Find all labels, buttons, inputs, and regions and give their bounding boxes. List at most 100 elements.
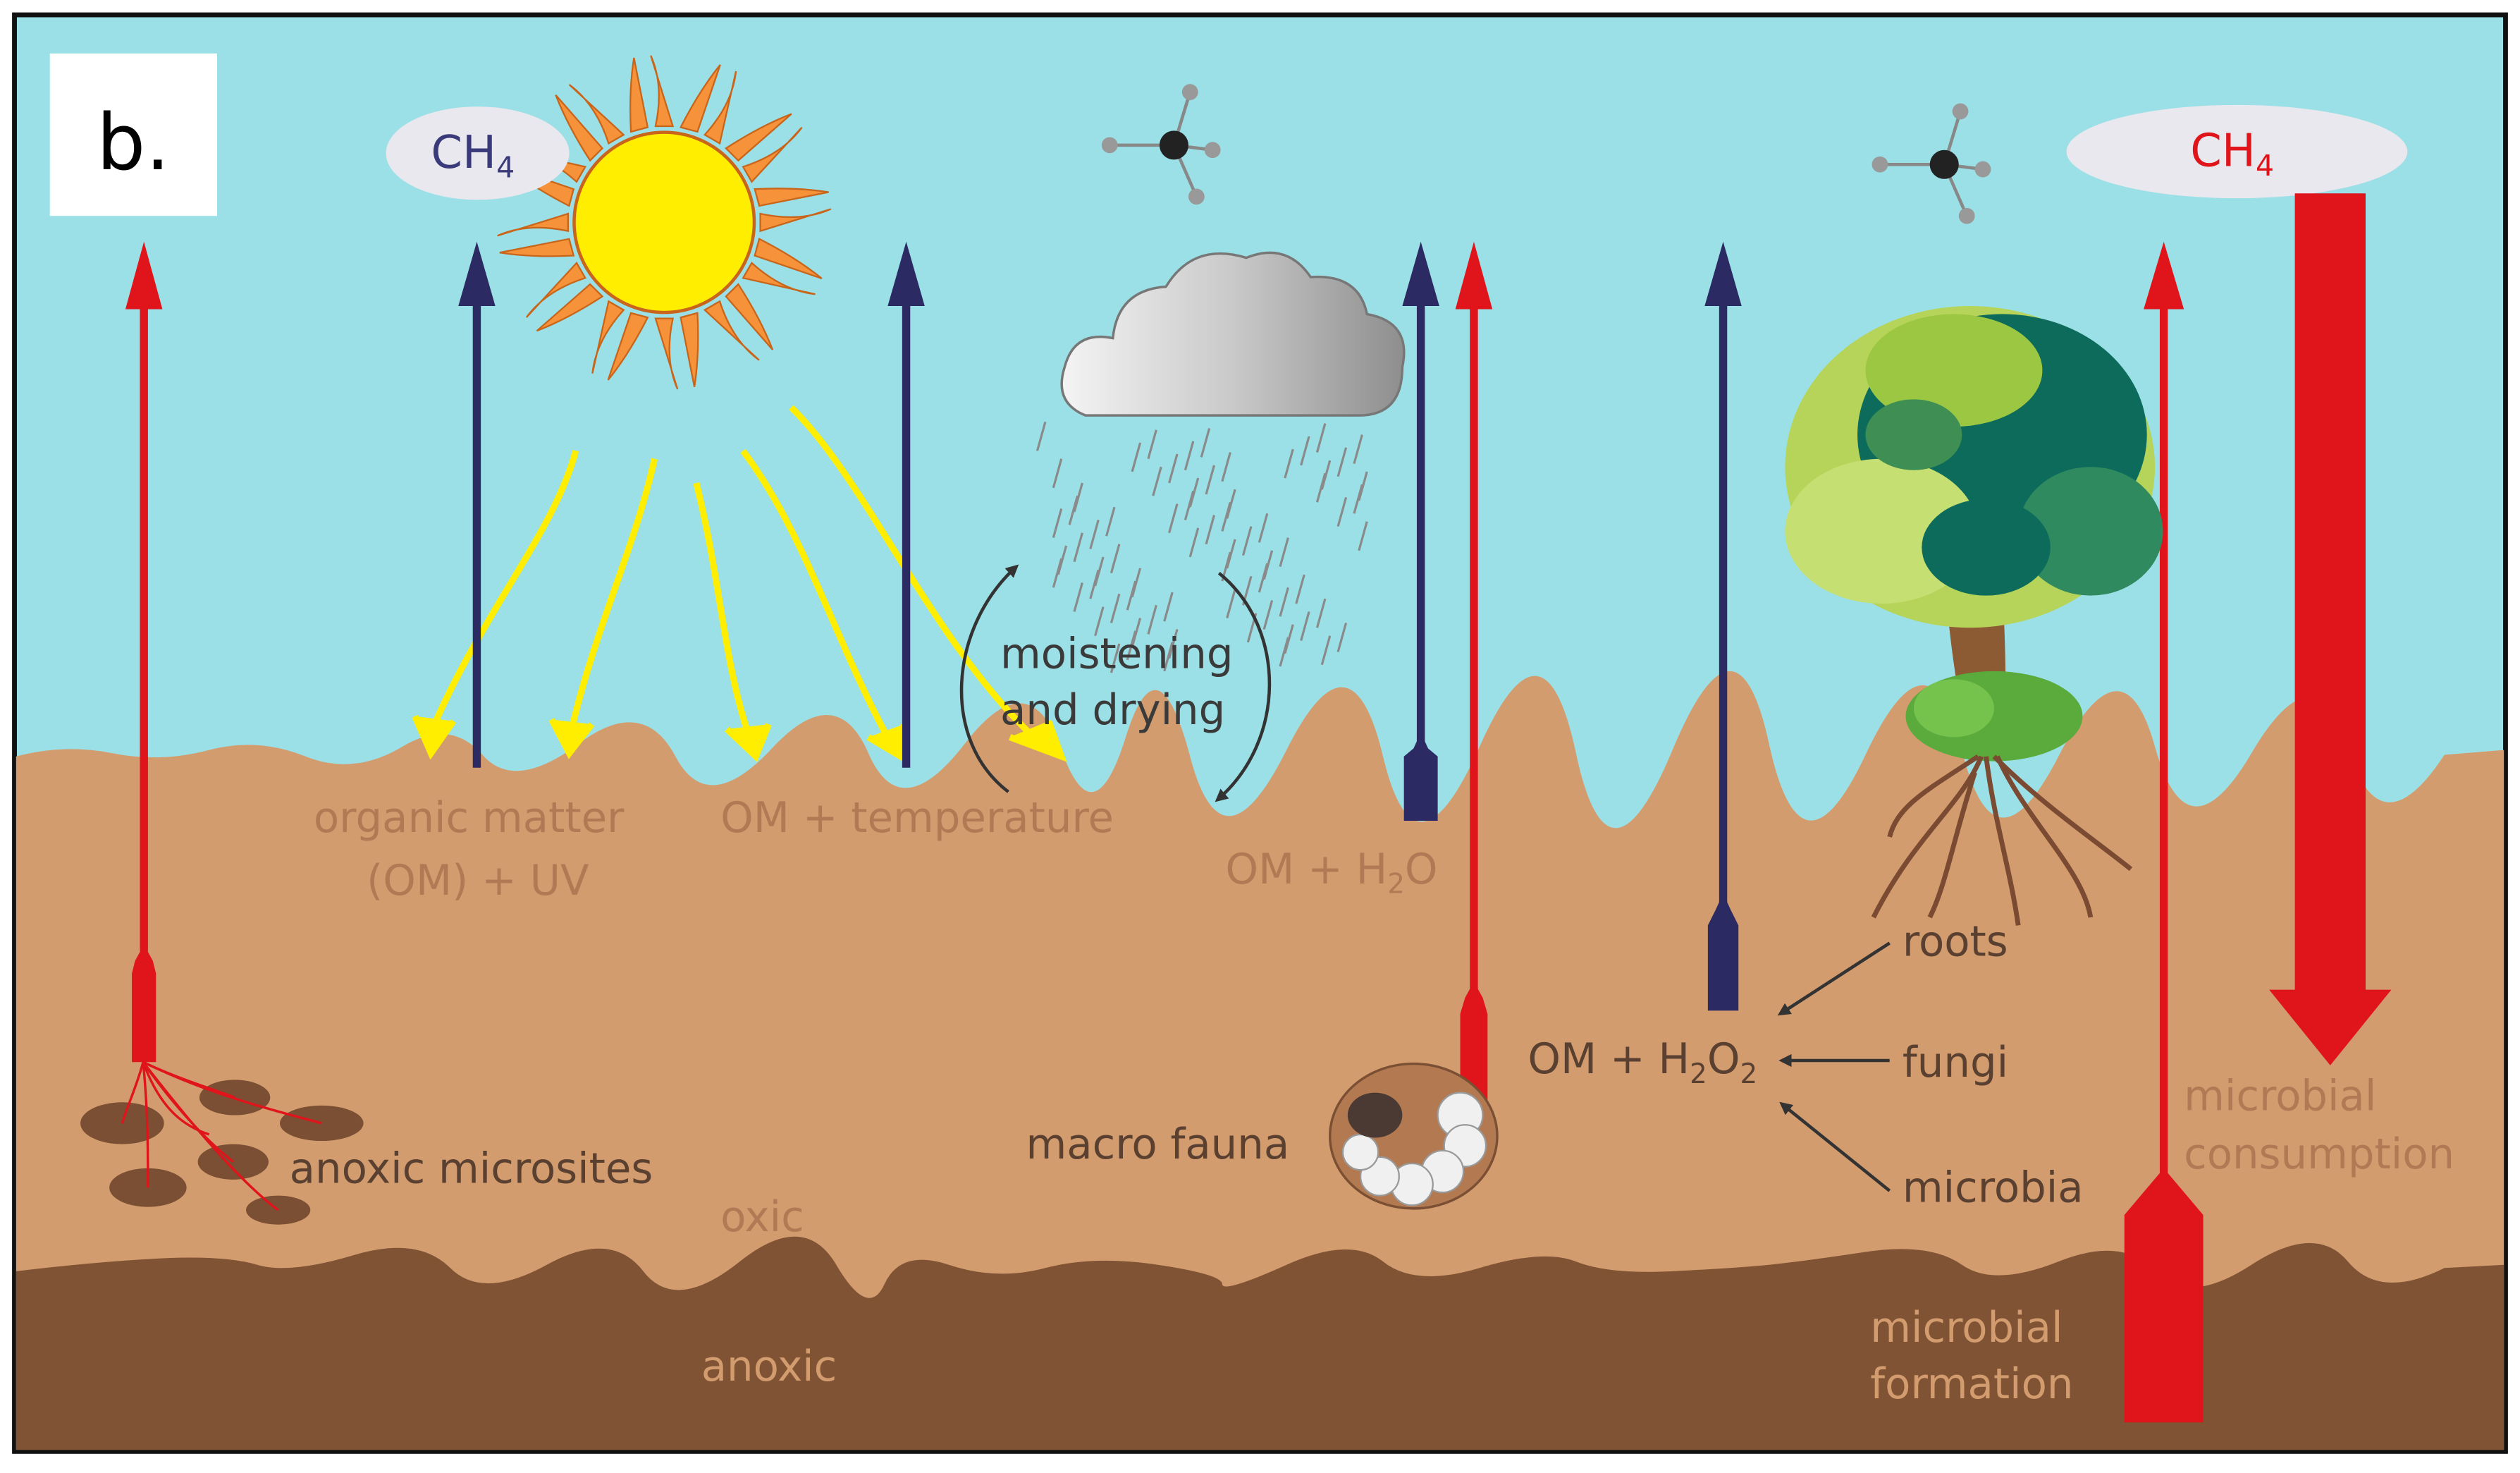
rain-drop — [1163, 592, 1174, 622]
rain-drop — [1315, 598, 1327, 628]
sun-ray — [568, 84, 625, 145]
rain-drop — [1279, 537, 1289, 568]
rain-drop — [1094, 556, 1105, 587]
tree-icon — [1785, 305, 2163, 926]
sun-ray — [654, 317, 679, 390]
rain-drop — [1126, 580, 1137, 611]
sun-ray — [742, 126, 803, 183]
rain-drop — [1205, 515, 1216, 545]
om-h2o-label: OM + H2O — [1225, 845, 1437, 900]
rain-drop — [1336, 447, 1348, 477]
sun-ray — [703, 71, 737, 145]
macro-fauna-icon — [1329, 1062, 1499, 1210]
rain-drop — [1336, 497, 1348, 527]
sun-ray — [629, 57, 649, 133]
rain-drop — [1184, 441, 1195, 471]
rain-drop — [1188, 527, 1200, 558]
sun-ray — [754, 238, 823, 279]
sun-ray — [754, 188, 829, 207]
rain-drop — [1147, 604, 1157, 635]
rain-drop — [1131, 568, 1142, 598]
sun-ray — [703, 300, 760, 361]
rain-drop — [1258, 563, 1269, 593]
drying-label: and drying — [1000, 685, 1225, 734]
sun-ray — [525, 261, 587, 318]
rain-drop — [1052, 458, 1063, 489]
rain-drop — [1315, 472, 1327, 503]
rain-drop — [1110, 643, 1121, 673]
rain-drop — [1262, 600, 1274, 630]
rain-drop — [1152, 466, 1162, 496]
rain-drop — [1073, 582, 1083, 612]
rain-drop — [1073, 532, 1083, 563]
om-temperature-label: OM + temperature — [720, 793, 1114, 842]
panel-label: b. — [97, 97, 170, 188]
sun-core — [572, 130, 756, 314]
microbial-consumption-label-2: consumption — [2184, 1130, 2454, 1178]
rain-drop — [1336, 623, 1348, 652]
anoxic-layer — [16, 1236, 2504, 1450]
rain-drop — [1131, 618, 1142, 648]
sun-ray — [555, 94, 604, 162]
rain-drop — [1168, 629, 1179, 659]
sun-ray — [725, 283, 774, 350]
rain-drop — [1226, 489, 1236, 519]
sun-ray — [536, 283, 604, 332]
red-upward-arrows — [125, 193, 2392, 1423]
rain-drop — [1068, 495, 1079, 525]
rain-drop — [1163, 642, 1174, 672]
process-arrows — [1777, 941, 1891, 1192]
macro-fauna-label: macro fauna — [1026, 1120, 1290, 1168]
rain-drop — [1279, 587, 1289, 617]
oxic-label: oxic — [720, 1192, 804, 1241]
rain-drop — [1094, 606, 1105, 637]
microbial-consumption-label-1: microbial — [2184, 1072, 2376, 1120]
rain-drop — [1353, 434, 1363, 465]
organic-matter-label: organic matter — [314, 793, 625, 842]
fungi-label: fungi — [1903, 1038, 2008, 1087]
sun-ray — [759, 208, 832, 233]
rain-drop — [1221, 501, 1231, 532]
rain-drop — [1110, 593, 1121, 623]
rain-drop — [1188, 477, 1200, 508]
rain-drop — [1168, 503, 1179, 534]
methane-molecule-icon — [1871, 103, 1991, 224]
ch4-right-label: CH4 — [2190, 126, 2274, 183]
rain-drop — [1035, 421, 1047, 451]
sun-ray — [499, 238, 575, 257]
moistening-label: moistening — [1000, 629, 1233, 678]
rain-drop — [1184, 490, 1195, 520]
sun-ray — [650, 55, 675, 128]
rain-drop — [1226, 539, 1236, 569]
panel-label-box — [49, 53, 217, 216]
rain-drop — [1284, 448, 1294, 479]
microbial-formation-label-2: formation — [1870, 1359, 2073, 1408]
anoxic-label: anoxic — [701, 1342, 837, 1391]
moistening-cycle-arrows — [959, 564, 1272, 802]
rain-drop — [1295, 574, 1305, 604]
anoxic-microsites-label: anoxic microsites — [290, 1144, 653, 1192]
rain-drop — [1089, 569, 1100, 599]
rain-drop — [1358, 521, 1368, 551]
rain-drop — [1052, 558, 1063, 588]
sun-ray — [497, 212, 570, 237]
rain-drop — [1205, 465, 1216, 495]
sun-ray — [591, 300, 625, 374]
rain-drop — [1358, 471, 1368, 501]
rain-drop — [1073, 482, 1083, 513]
microbial-formation-label-1: microbial — [1870, 1303, 2063, 1352]
roots-label: roots — [1903, 917, 2008, 966]
ch4-left-ellipse — [386, 106, 570, 200]
sun-icon — [497, 55, 832, 390]
rain-drop — [1105, 506, 1116, 537]
ch4-right-ellipse — [2066, 104, 2408, 199]
navy-upward-arrows — [458, 241, 1742, 1011]
rain-drop — [1089, 520, 1100, 549]
om-uv-label: (OM) + UV — [367, 856, 589, 905]
rain-drop — [1353, 484, 1363, 514]
sun-ray — [680, 312, 699, 387]
microbia-label: microbia — [1903, 1163, 2084, 1212]
sun-ray — [725, 113, 792, 162]
